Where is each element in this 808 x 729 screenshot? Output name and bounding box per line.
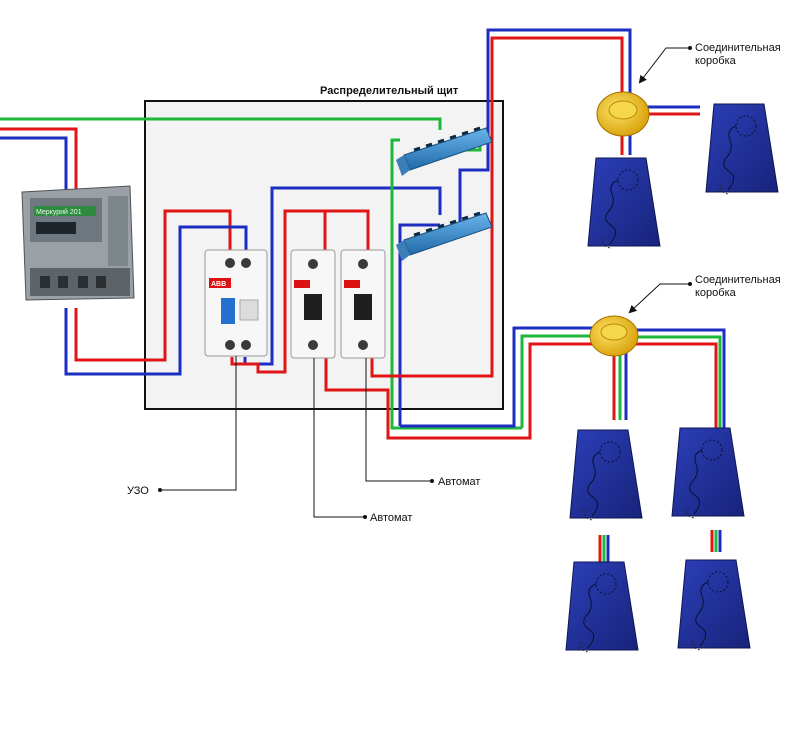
rcd-icon: ABB (204, 249, 268, 357)
junction-box-icon (589, 315, 639, 357)
breaker-label-2: Автомат (438, 476, 481, 488)
busbar-icon (396, 126, 493, 176)
heating-mat-icon (671, 427, 745, 519)
callout-dot-breaker-1 (363, 515, 367, 519)
rcd-label: УЗО (127, 485, 149, 497)
heating-mat-icon (705, 103, 779, 195)
wire-neutral-meter-rcd (64, 225, 248, 376)
callout-lines (162, 47, 690, 518)
wire-neutral-to-jb2 (400, 326, 628, 428)
wire-ground-busbar-out (390, 138, 522, 430)
callout-breaker-2 (365, 358, 432, 482)
callout-dot-rcd (158, 488, 162, 492)
meter-brand-text: Меркурий 201 (36, 208, 82, 216)
wire-phase-incoming (0, 127, 78, 192)
junction-box-icon (596, 91, 650, 137)
heating-mat-icon (565, 561, 639, 653)
callout-dot-breaker-2 (430, 479, 434, 483)
wire-phase-breaker2-out (370, 36, 624, 378)
electric-meter-icon: Меркурий 201 (21, 185, 135, 301)
wire-ground-to-jb2 (520, 334, 622, 428)
callout-dot-jb2 (688, 282, 692, 286)
heating-mat-icon (569, 429, 643, 521)
wire-phase-meter-rcd (74, 209, 232, 362)
callout-jb2 (628, 283, 690, 314)
wire-phase-jb2-right (632, 342, 718, 430)
wire-neutral-incoming (0, 136, 68, 192)
circuit-breaker-icon (290, 249, 336, 359)
callout-dot-jb1 (688, 46, 692, 50)
wire-ground-incoming (0, 117, 442, 130)
circuit-breaker-icon (340, 249, 386, 359)
callout-rcd (162, 356, 237, 491)
panel-title: Распределительный щит (320, 85, 459, 97)
wire-ground-jb2-right (632, 335, 722, 430)
wire-neutral-to-jb1 (458, 28, 632, 225)
wire-neutral-busbar-out (398, 223, 440, 426)
rcd-brand-text: ABB (211, 281, 226, 288)
heating-mat-icon (587, 157, 661, 249)
breaker-label-1: Автомат (370, 512, 413, 524)
callout-breaker-1 (313, 358, 364, 518)
junction-box-label-1: Соединительная коробка (695, 42, 781, 67)
callout-jb1 (638, 47, 690, 84)
busbar-icon (396, 211, 493, 261)
wire-neutral-jb2-right (632, 328, 726, 430)
junction-box-label-2: Соединительная коробка (695, 274, 781, 299)
heating-mat-icon (677, 559, 751, 651)
wires (0, 28, 726, 562)
